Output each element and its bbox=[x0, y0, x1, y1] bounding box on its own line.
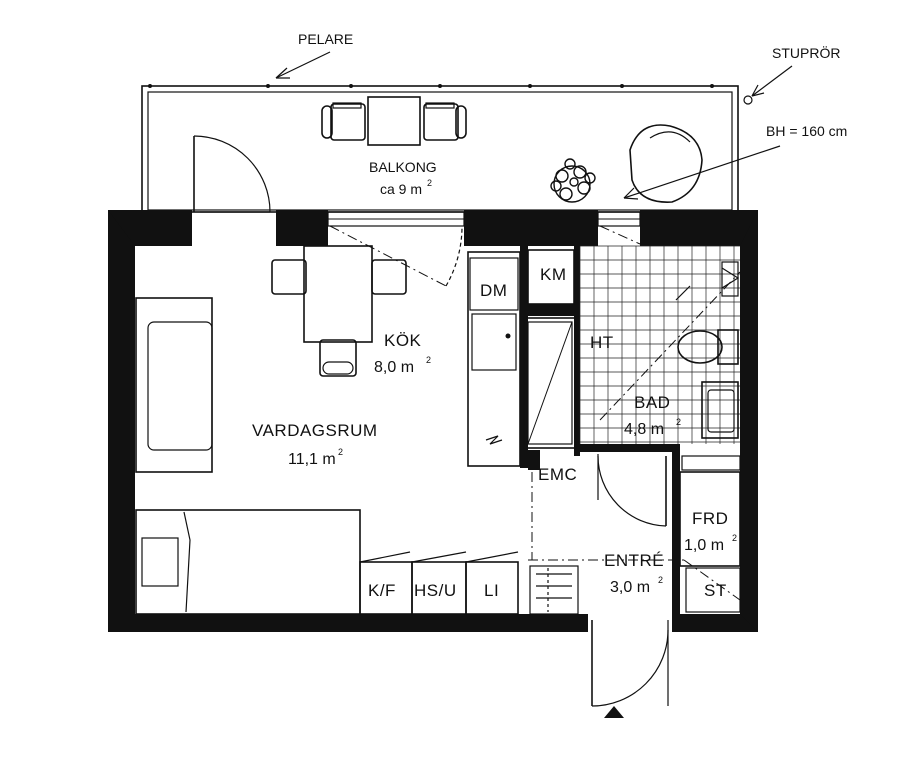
emc-label: EMC bbox=[538, 465, 577, 484]
balkong-area: ca 9 m bbox=[380, 181, 422, 197]
vardagsrum-area-sup: 2 bbox=[338, 447, 343, 457]
plant-icon bbox=[550, 158, 596, 203]
vardagsrum-area: 11,1 m bbox=[288, 451, 336, 468]
pelare-label: PELARE bbox=[298, 31, 353, 47]
shower bbox=[599, 261, 741, 421]
sink bbox=[701, 381, 739, 439]
balcony-table-set bbox=[321, 96, 467, 146]
entre-area: 3,0 m bbox=[610, 579, 650, 596]
fridge bbox=[527, 249, 575, 305]
bh-arrow-icon bbox=[623, 145, 781, 200]
sofa bbox=[135, 297, 213, 473]
kok-area: 8,0 m bbox=[374, 359, 414, 376]
wardrobe-unit bbox=[523, 317, 577, 449]
km-label: KM bbox=[540, 265, 567, 284]
entrance-arrow-icon bbox=[604, 706, 624, 718]
kok-area-sup: 2 bbox=[426, 355, 431, 365]
hsu-label: HS/U bbox=[414, 581, 457, 600]
kitchen-counter bbox=[467, 251, 521, 467]
walls bbox=[108, 210, 758, 632]
balcony-door bbox=[193, 135, 271, 213]
window-swing bbox=[329, 225, 641, 287]
bh-label: BH = 160 cm bbox=[766, 123, 847, 139]
bad-area: 4,8 m bbox=[624, 421, 664, 438]
kf-label: K/F bbox=[368, 581, 396, 600]
stupror-label: STUPRÖR bbox=[772, 44, 840, 61]
li-label: LI bbox=[484, 581, 499, 600]
dm-label: DM bbox=[480, 281, 507, 300]
kok-name: KÖK bbox=[384, 331, 422, 350]
st-label: ST bbox=[704, 581, 727, 600]
ht-label: HT bbox=[590, 333, 614, 352]
windows bbox=[327, 211, 641, 227]
toilet bbox=[677, 329, 739, 365]
stupror-arrow-icon bbox=[743, 65, 793, 105]
frd-area: 1,0 m bbox=[684, 537, 724, 554]
shoe-rack bbox=[529, 565, 579, 615]
frd-area-sup: 2 bbox=[732, 533, 737, 543]
lounge-chair bbox=[629, 124, 703, 203]
entrance-door bbox=[591, 620, 669, 707]
bathroom-shelf bbox=[681, 455, 741, 471]
hall-storage bbox=[679, 471, 741, 613]
entre-area-sup: 2 bbox=[658, 575, 663, 585]
bad-name: BAD bbox=[634, 393, 670, 412]
balcony bbox=[141, 84, 739, 213]
bathroom-door bbox=[597, 454, 667, 527]
hall-dashes bbox=[528, 472, 741, 601]
frd-name: FRD bbox=[692, 509, 728, 528]
balkong-area-sup: 2 bbox=[427, 178, 432, 188]
bad-area-sup: 2 bbox=[676, 417, 681, 427]
bed bbox=[135, 509, 361, 615]
vardagsrum-name: VARDAGSRUM bbox=[252, 421, 378, 440]
closets bbox=[359, 551, 519, 615]
entre-name: ENTRÉ bbox=[604, 551, 664, 570]
dining-set bbox=[271, 245, 407, 377]
pelare-arrow-icon bbox=[275, 51, 331, 79]
balkong-name: BALKONG bbox=[369, 159, 437, 175]
